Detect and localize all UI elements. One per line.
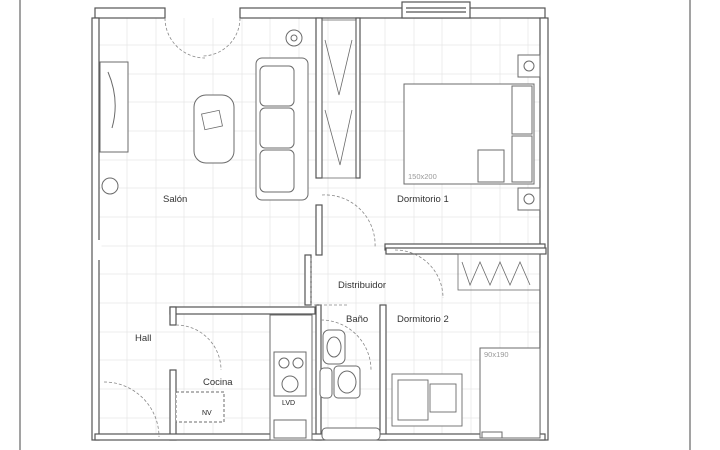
bath-fixtures	[319, 329, 381, 441]
plant	[285, 29, 303, 47]
door-swings	[103, 17, 444, 438]
double-bed-size: 150x200	[408, 172, 437, 181]
washing-machine-label: LVD	[282, 400, 296, 407]
walls	[91, 1, 549, 441]
room-label-hall: Hall	[135, 333, 152, 344]
room-label-distribuidor: Distribuidor	[338, 280, 387, 291]
single-bed-size: 90x190	[484, 350, 509, 359]
room-label-dormitorio-2: Dormitorio 2	[397, 314, 449, 325]
room-label-cocina: Cocina	[203, 377, 233, 388]
closet-salon	[321, 19, 357, 179]
single-bed	[479, 347, 541, 439]
double-bed	[403, 54, 541, 211]
kitchen-fixtures	[175, 314, 313, 441]
sofa	[255, 57, 309, 201]
coffee-table	[193, 94, 235, 164]
tv-unit	[99, 61, 129, 153]
room-label-salon: Salón	[163, 194, 188, 205]
fridge-label: NV	[202, 410, 212, 417]
desk	[391, 373, 463, 427]
room-label-dormitorio-1: Dormitorio 1	[397, 194, 449, 205]
room-label-bano: Baño	[346, 314, 369, 325]
closet-dorm2	[457, 253, 541, 291]
